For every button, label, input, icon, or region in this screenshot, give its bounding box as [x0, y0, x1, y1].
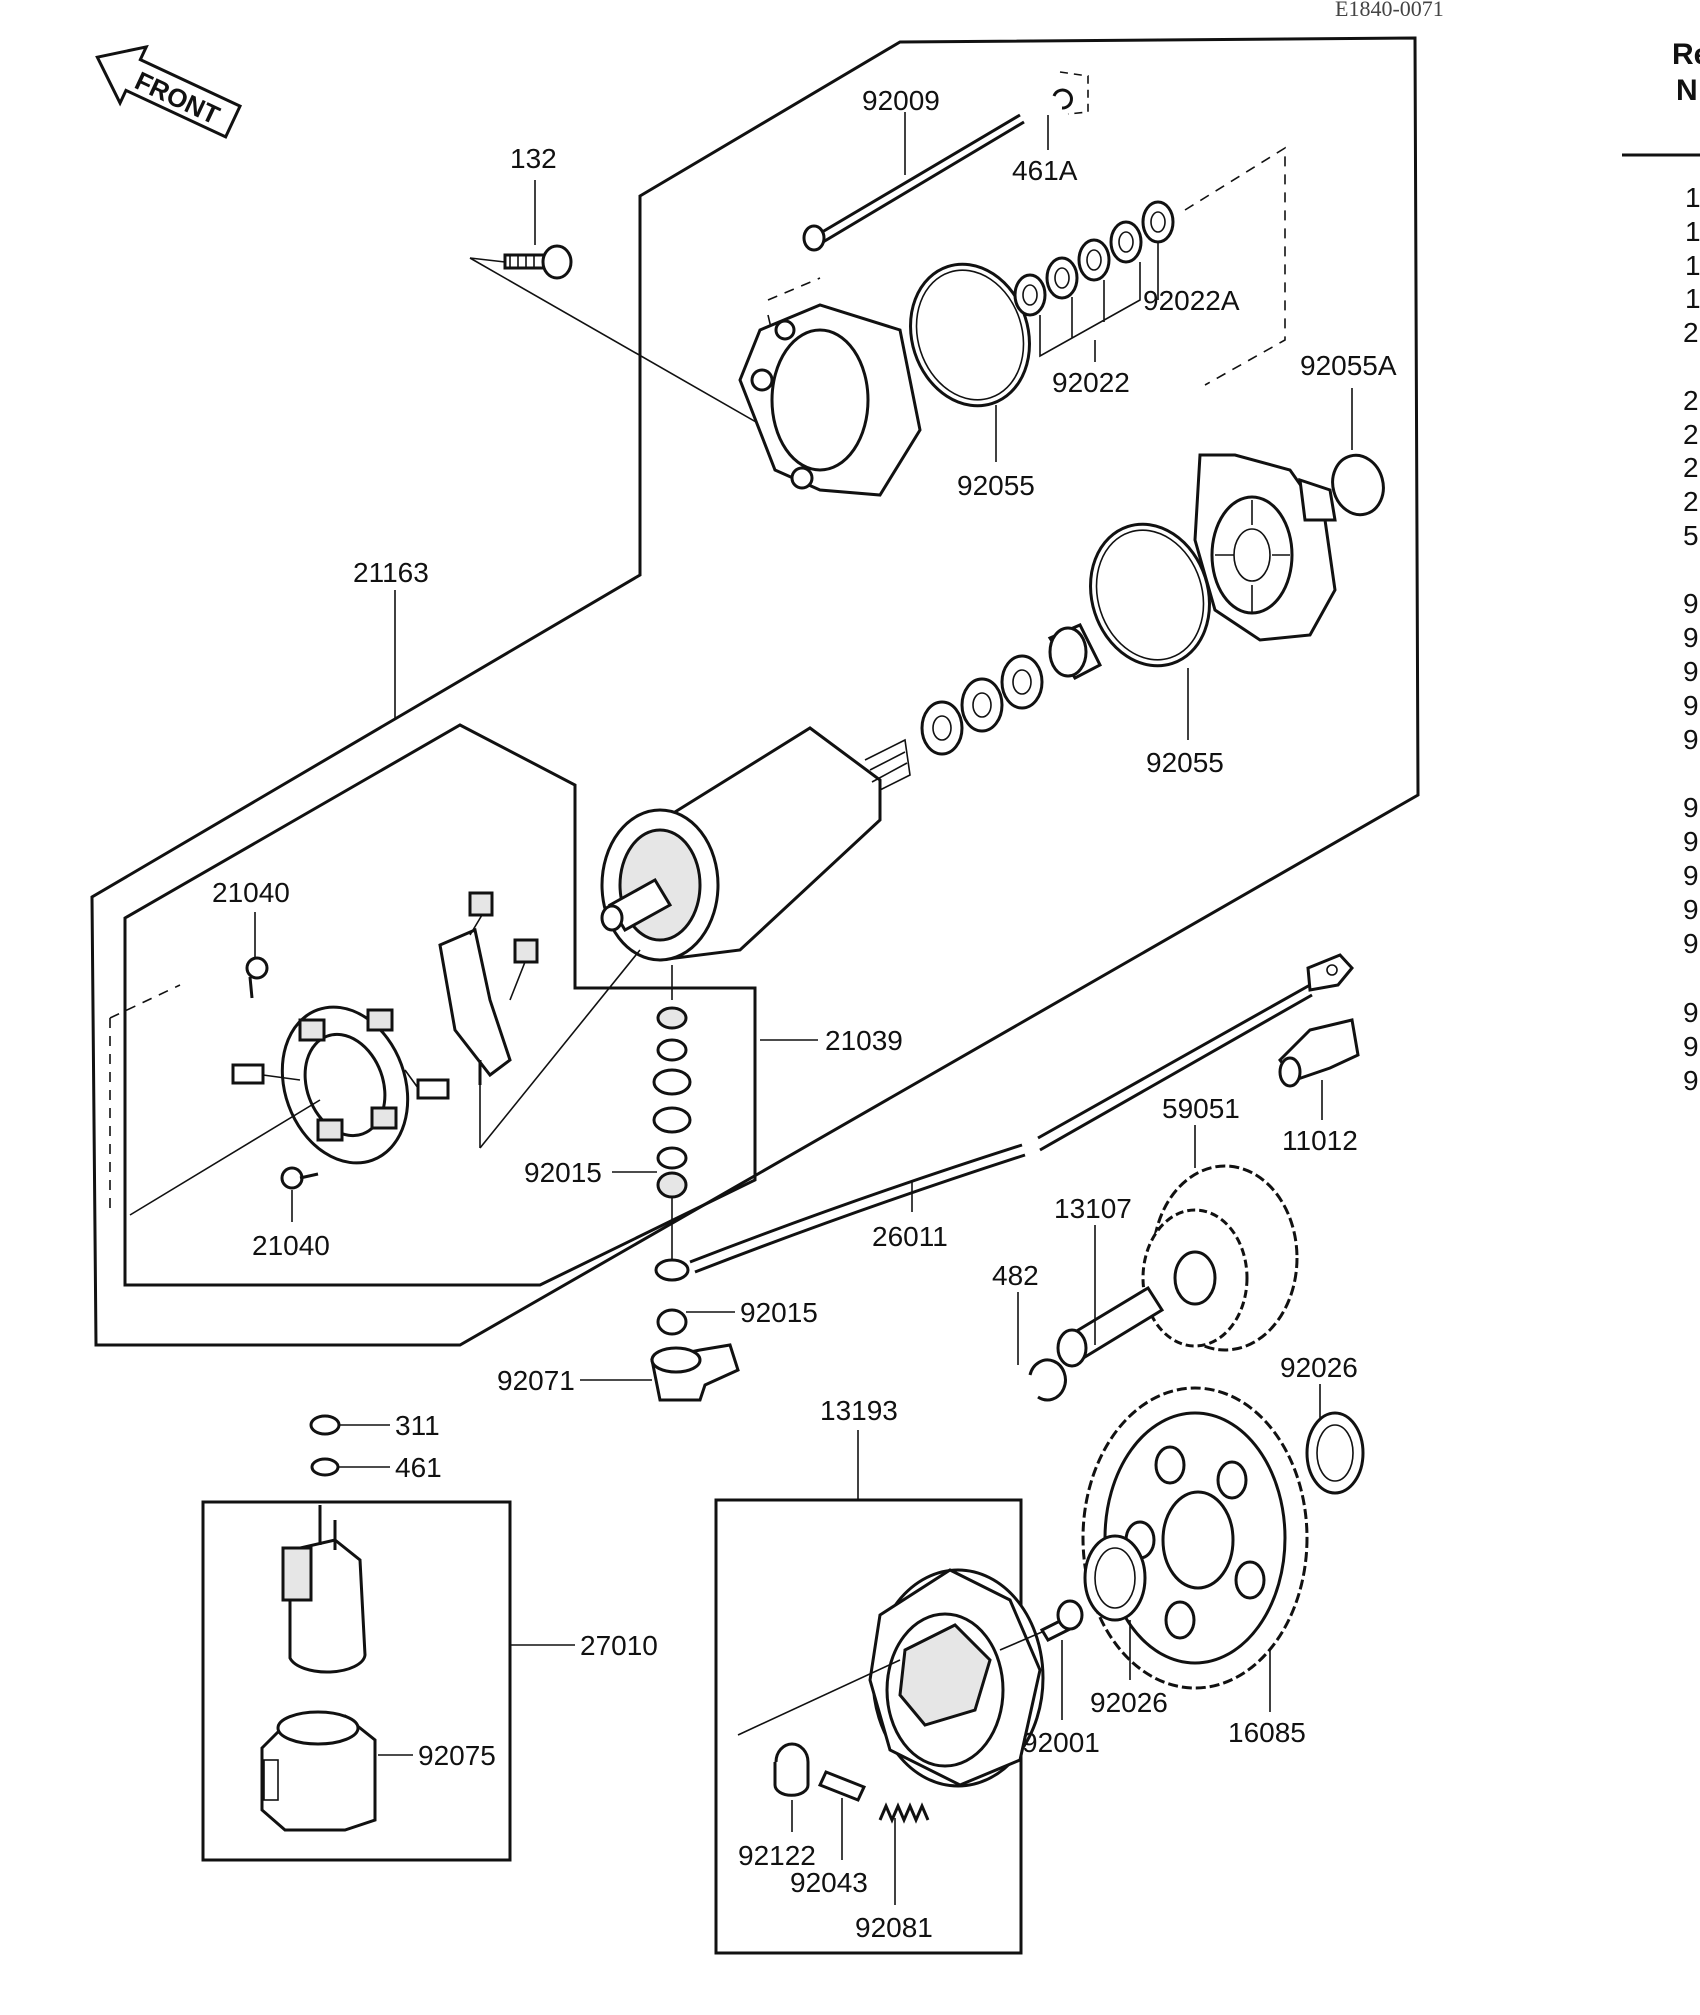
- roller-92122: [773, 1742, 810, 1797]
- ref-row: 9: [1683, 826, 1699, 857]
- terminal-cap-92071: [650, 1343, 740, 1402]
- label-26011: 26011: [872, 1221, 948, 1252]
- front-arrow-label: FRONT: [130, 65, 224, 130]
- label-92026-b: 92026: [1090, 1687, 1168, 1718]
- label-92009: 92009: [862, 85, 940, 116]
- ref-row: 9: [1683, 588, 1699, 619]
- ref-row: 9: [1683, 860, 1699, 891]
- label-21163: 21163: [353, 557, 429, 588]
- ref-row: 9: [1683, 622, 1699, 653]
- starter-yoke: [600, 726, 911, 962]
- ref-row: 9: [1683, 928, 1699, 959]
- label-461: 461: [395, 1452, 442, 1483]
- starter-clutch-housing: [868, 1568, 1045, 1788]
- reference-column: Re N 1 1 1 1 2 2 2 2 2 5 9 9 9 9 9 9 9 9…: [1622, 38, 1700, 1096]
- label-21039: 21039: [825, 1025, 903, 1056]
- ref-row: 9: [1683, 997, 1699, 1028]
- label-59051: 59051: [1162, 1093, 1240, 1124]
- o-ring-92055A: [1331, 453, 1385, 517]
- boundary-27010: [201, 1500, 512, 1862]
- brush-plate: [438, 891, 539, 1085]
- label-461A: 461A: [1012, 155, 1078, 186]
- nut-311: [309, 1414, 341, 1436]
- rear-cover: [738, 303, 922, 497]
- ref-row: 9: [1683, 1065, 1699, 1096]
- label-11012: 11012: [1282, 1125, 1358, 1156]
- label-13107: 13107: [1054, 1193, 1132, 1224]
- ref-row: 1: [1685, 216, 1700, 247]
- label-27010: 27010: [580, 1630, 658, 1661]
- ref-row: 9: [1683, 894, 1699, 925]
- ref-row: 9: [1683, 792, 1699, 823]
- ref-row: 2: [1683, 486, 1699, 517]
- label-92122: 92122: [738, 1840, 816, 1871]
- ref-row: 2: [1683, 385, 1699, 416]
- brush-holder: [231, 1005, 450, 1165]
- label-16085: 16085: [1228, 1717, 1306, 1748]
- starter-relay: [281, 1505, 367, 1674]
- circlip-461A: [1052, 88, 1073, 110]
- boundary-21039: [123, 723, 757, 1287]
- spring-92081: [878, 1802, 930, 1824]
- label-92026-a: 92026: [1280, 1352, 1358, 1383]
- label-92022: 92022: [1052, 367, 1130, 398]
- through-bolt-92009: [802, 113, 1025, 252]
- ref-row: 2: [1683, 317, 1699, 348]
- label-92081: 92081: [855, 1912, 933, 1943]
- circlip-482: [1028, 1358, 1067, 1402]
- o-ring-92055-mid: [1089, 522, 1211, 668]
- boundary-21163: [90, 36, 1420, 1347]
- terminal-cap-11012: [1278, 1018, 1360, 1088]
- washer-92026-a: [1305, 1411, 1365, 1495]
- lead-wire-26011: [654, 953, 1354, 1282]
- label-92055-top: 92055: [957, 470, 1035, 501]
- label-13193: 13193: [820, 1395, 898, 1426]
- ref-row: 2: [1683, 419, 1699, 450]
- label-92055-mid: 92055: [1146, 747, 1224, 778]
- ref-row: 9: [1683, 690, 1699, 721]
- label-92001: 92001: [1022, 1727, 1100, 1758]
- spring-21040-a: [245, 956, 269, 999]
- bolt-132: [503, 244, 573, 280]
- label-92015-b: 92015: [740, 1297, 818, 1328]
- leader-lines: [254, 112, 1353, 1905]
- ref-row: 1: [1685, 182, 1700, 213]
- lock-washer-461: [310, 1457, 340, 1477]
- ref-header-line1: Re: [1672, 38, 1700, 71]
- bolt-92001: [1039, 1599, 1084, 1642]
- ref-row: 9: [1683, 1031, 1699, 1062]
- label-92015-a: 92015: [524, 1157, 602, 1188]
- label-21040-b: 21040: [252, 1230, 330, 1261]
- ref-row: 1: [1685, 283, 1700, 314]
- terminal-washers: [652, 1006, 692, 1336]
- label-92022A: 92022A: [1143, 285, 1240, 316]
- label-132: 132: [510, 143, 557, 174]
- label-482: 482: [992, 1260, 1039, 1291]
- idle-gear-59051: [1141, 1164, 1299, 1352]
- ref-row: 5: [1683, 520, 1699, 551]
- o-ring-92055-top: [909, 262, 1031, 408]
- armature-washers: [920, 623, 1103, 756]
- ref-row: 1: [1685, 250, 1700, 281]
- label-92043: 92043: [790, 1867, 868, 1898]
- label-92055A: 92055A: [1300, 350, 1397, 381]
- idle-shaft-13107: [1056, 1285, 1165, 1368]
- label-92075: 92075: [418, 1740, 496, 1771]
- figure-code: E1840-0071: [1335, 0, 1444, 21]
- label-311: 311: [395, 1410, 440, 1441]
- front-arrow-icon: FRONT: [95, 44, 243, 139]
- ref-row: 9: [1683, 724, 1699, 755]
- pin-92043: [817, 1770, 867, 1802]
- shims-92022: [1013, 200, 1175, 317]
- ref-row: 2: [1683, 452, 1699, 483]
- label-21040-a: 21040: [212, 877, 290, 908]
- ref-header-line2: N: [1676, 74, 1698, 107]
- label-92071: 92071: [497, 1365, 575, 1396]
- front-cover: [1193, 453, 1337, 642]
- ref-row: 9: [1683, 656, 1699, 687]
- relay-holder-92075: [260, 1710, 377, 1832]
- spring-21040-b: [280, 1166, 319, 1190]
